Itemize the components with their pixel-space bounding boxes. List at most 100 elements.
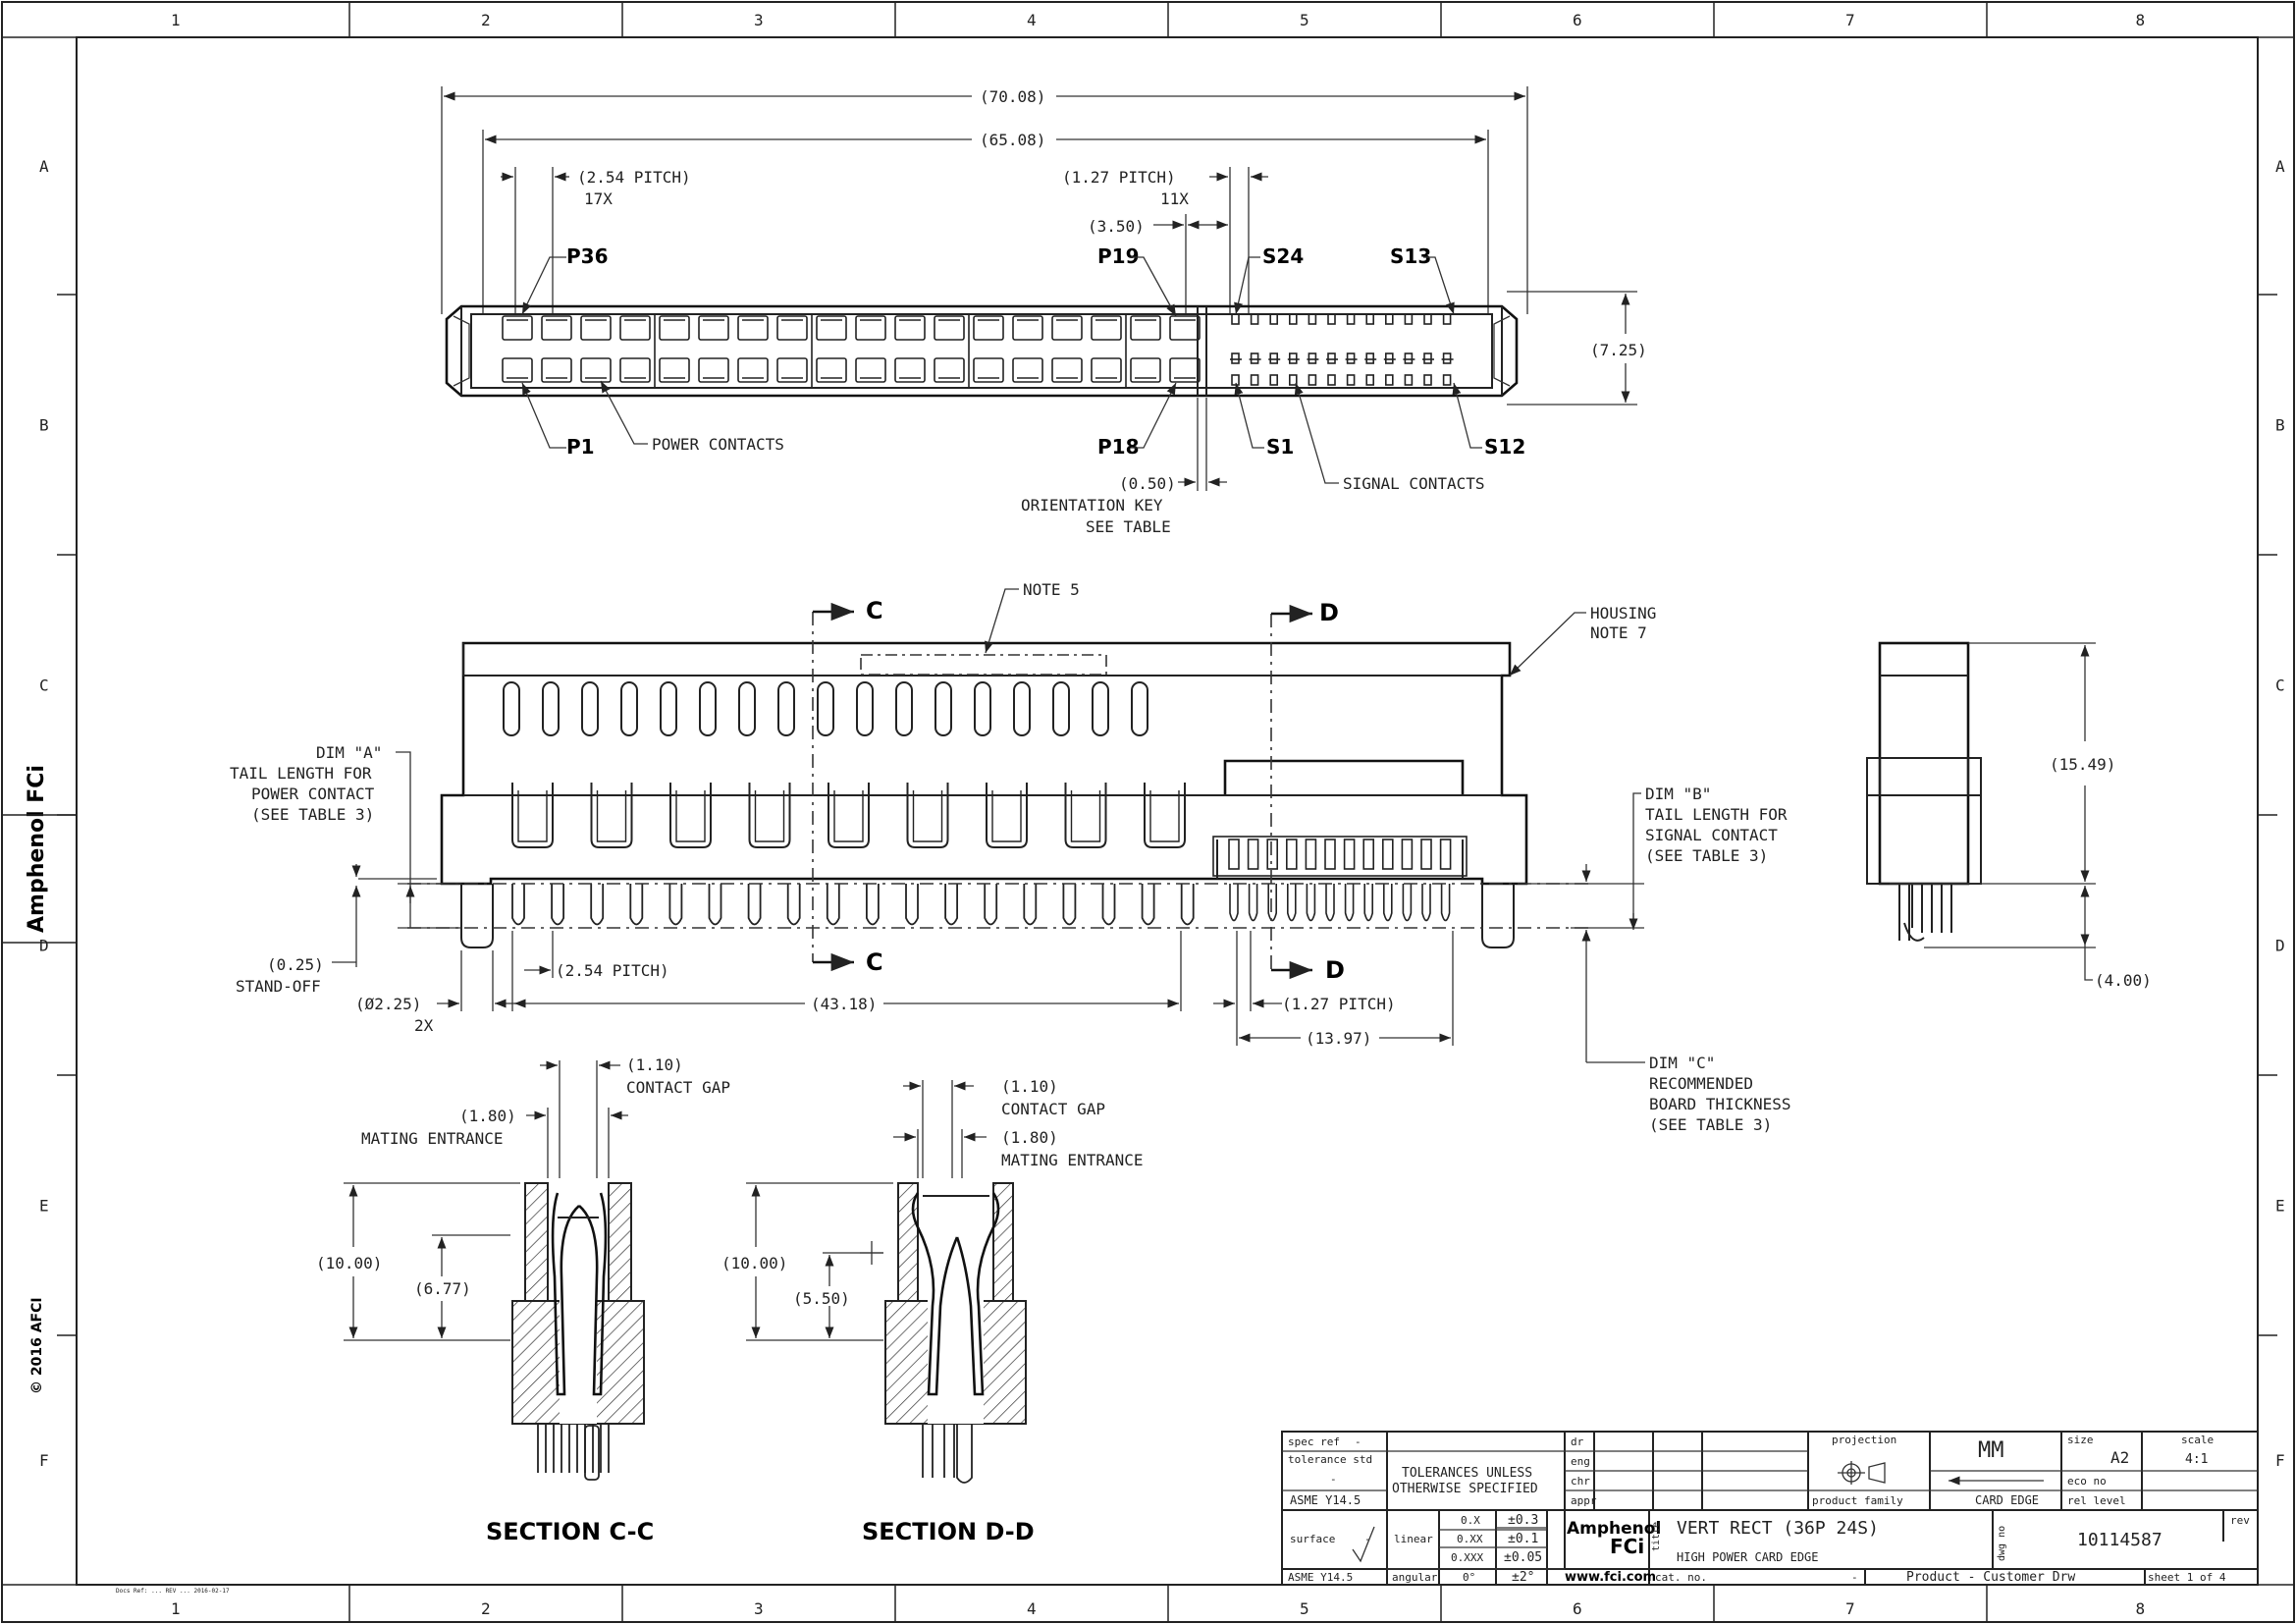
row-label: B xyxy=(39,416,49,435)
front-window xyxy=(503,681,520,736)
front-view: NOTE 5 C C D D HOUSING NOTE 7 DIM "A" TA xyxy=(230,580,1791,1134)
signal-pin-window xyxy=(1362,839,1374,870)
dim-c-line2: RECOMMENDED xyxy=(1649,1074,1753,1093)
row-label: C xyxy=(2275,677,2285,695)
front-window xyxy=(699,681,717,736)
dim-b-line4: (SEE TABLE 3) xyxy=(1645,846,1768,865)
tb-tolerance-std-val: - xyxy=(1330,1473,1337,1486)
tb-tol-fmt-1: 0.X xyxy=(1461,1514,1480,1527)
signal-contact xyxy=(1327,313,1336,325)
signal-tail xyxy=(1440,884,1451,922)
svg-text:Amphenol FCi: Amphenol FCi xyxy=(25,765,49,933)
tb-linear: linear xyxy=(1394,1533,1433,1545)
signal-contact xyxy=(1289,313,1298,325)
power-contact xyxy=(502,357,533,383)
row-label: E xyxy=(2275,1197,2285,1216)
column-label: 5 xyxy=(1300,11,1309,29)
column-label: 3 xyxy=(754,11,764,29)
signal-pin-window xyxy=(1247,839,1259,870)
signal-contact xyxy=(1308,313,1317,325)
signal-pin-window xyxy=(1324,839,1336,870)
signal-contact xyxy=(1250,352,1259,364)
power-contact xyxy=(1130,315,1161,341)
signal-contact xyxy=(1327,352,1336,364)
tb-product-family: product family xyxy=(1812,1494,1903,1507)
power-contact xyxy=(973,315,1004,341)
power-tail xyxy=(1180,884,1195,926)
power-contact xyxy=(776,315,808,341)
column-label: 5 xyxy=(1300,1599,1309,1618)
orientation-key-see-table: SEE TABLE xyxy=(1086,517,1171,536)
pin-label-p1: P1 xyxy=(566,435,595,459)
signal-pin-window xyxy=(1343,839,1356,870)
dd-dim-depth: (5.50) xyxy=(793,1289,850,1308)
power-tail xyxy=(1023,884,1038,926)
section-d-marker-bottom: D xyxy=(1325,956,1345,984)
cc-dim-height: (10.00) xyxy=(316,1254,382,1272)
power-contact xyxy=(776,357,808,383)
signal-tail xyxy=(1421,884,1431,922)
dim-offset: (3.50) xyxy=(1088,217,1145,236)
power-contact xyxy=(698,315,729,341)
dim-front-signal-pitch: (1.27 PITCH) xyxy=(1282,995,1396,1013)
dim-height: (7.25) xyxy=(1590,341,1647,359)
row-label: B xyxy=(2275,416,2285,435)
signal-tail xyxy=(1306,884,1316,922)
dim-peg-count: 2X xyxy=(414,1016,434,1035)
front-window xyxy=(620,681,638,736)
dim-signal-pitch-count: 11X xyxy=(1160,189,1189,208)
front-window xyxy=(934,681,952,736)
dim-a-line2: TAIL LENGTH FOR xyxy=(230,764,372,783)
row-label: A xyxy=(39,157,49,176)
power-latch-inner xyxy=(991,790,1022,842)
signal-contact xyxy=(1365,313,1374,325)
row-label: F xyxy=(2275,1451,2285,1470)
signal-pin-window xyxy=(1228,839,1240,870)
signal-contact xyxy=(1346,374,1356,386)
power-latch xyxy=(906,783,949,848)
signal-contact xyxy=(1327,374,1336,386)
dd-contact-gap-label: CONTACT GAP xyxy=(1001,1100,1105,1118)
signal-contact xyxy=(1423,352,1432,364)
tb-appr: appr xyxy=(1571,1494,1597,1507)
dim-a-line3: POWER CONTACT xyxy=(251,785,375,803)
power-latch xyxy=(828,783,870,848)
power-contact xyxy=(934,357,965,383)
signal-contact xyxy=(1442,374,1452,386)
row-label: A xyxy=(2275,157,2285,176)
column-label: 2 xyxy=(481,1599,491,1618)
cc-mating-entrance-label: MATING ENTRANCE xyxy=(361,1129,504,1148)
power-latch-inner xyxy=(675,790,706,842)
signal-contact xyxy=(1346,313,1356,325)
signal-pin-window xyxy=(1439,839,1452,870)
power-contact xyxy=(1169,315,1201,341)
front-window xyxy=(1052,681,1070,736)
power-latch-inner xyxy=(833,790,864,842)
tb-tol-3: ±0.05 xyxy=(1504,1550,1542,1565)
orientation-key-label: ORIENTATION KEY xyxy=(1021,496,1163,514)
tb-tolerances-note-1: TOLERANCES UNLESS xyxy=(1402,1466,1532,1481)
signal-contact xyxy=(1385,313,1394,325)
dim-key-width: (0.50) xyxy=(1119,474,1176,493)
front-window xyxy=(895,681,913,736)
tb-cat-no: cat. no. xyxy=(1655,1571,1707,1584)
signal-pin-window xyxy=(1305,839,1317,870)
tb-scale: 4:1 xyxy=(2185,1452,2208,1467)
row-label: D xyxy=(39,937,49,955)
footer-note: Docs Ref: ... REV ... 2016-02-17 xyxy=(116,1588,230,1595)
power-tail xyxy=(984,884,998,926)
signal-tail xyxy=(1344,884,1355,922)
power-latch-inner xyxy=(912,790,943,842)
power-contact xyxy=(816,357,847,383)
pin-label-s24: S24 xyxy=(1262,244,1304,268)
power-latch xyxy=(986,783,1028,848)
dim-side-height: (15.49) xyxy=(2050,755,2115,774)
tb-brand-amphenol: Amphenol xyxy=(1567,1519,1661,1539)
power-contact xyxy=(737,315,769,341)
surface-finish-icon xyxy=(1352,1526,1375,1563)
cc-dim-contact-gap: (1.10) xyxy=(626,1056,683,1074)
tb-angular-fmt: 0° xyxy=(1463,1571,1475,1584)
standoff-label: STAND-OFF xyxy=(236,977,321,996)
power-tail xyxy=(551,884,564,926)
signal-contact xyxy=(1385,352,1394,364)
